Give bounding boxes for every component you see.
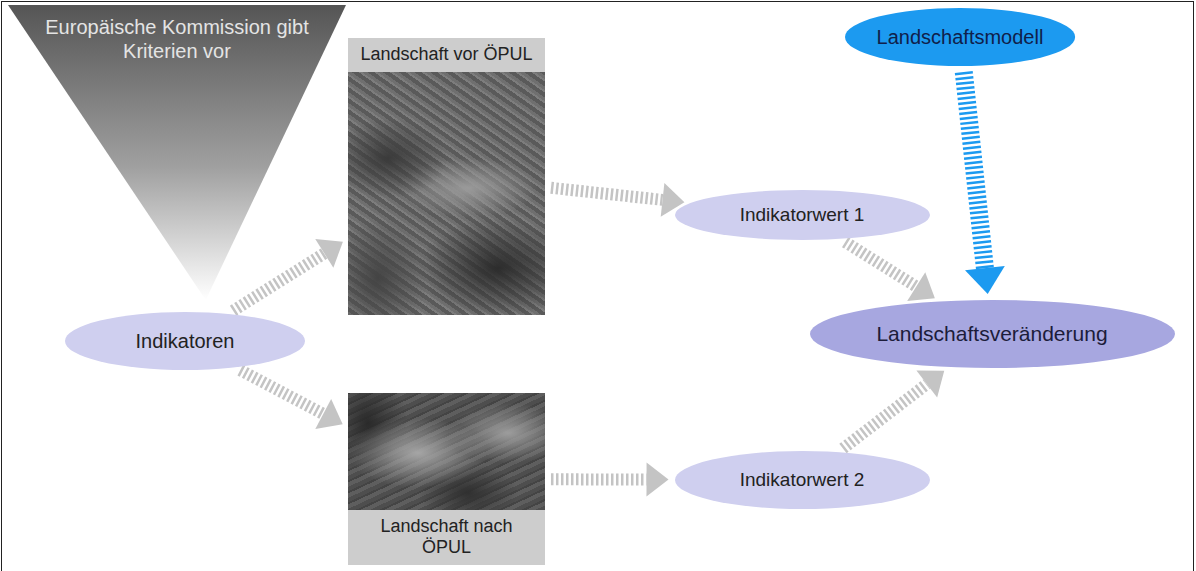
flow-arrow	[964, 72, 1005, 294]
flow-arrow	[845, 242, 935, 301]
node-label: Europäische Kommission gibt Kriterien vo…	[42, 15, 312, 63]
flow-arrow	[551, 463, 669, 497]
photo-caption: Landschaft vor ÖPUL	[348, 38, 545, 72]
node-label: Landschaftsveränderung	[876, 321, 1107, 346]
indicator-value-ellipse: Indikatorwert 2	[675, 451, 930, 509]
model-ellipse: Landschaftsmodell	[845, 8, 1075, 66]
indicator-ellipse: Indikatoren	[65, 312, 305, 370]
node-label: Indikatoren	[136, 329, 235, 353]
flow-arrow	[240, 370, 342, 429]
flow-arrow	[233, 239, 343, 311]
indicator-value-ellipse: Indikatorwert 1	[675, 190, 930, 240]
flow-arrow	[843, 371, 944, 449]
node-label: Landschaftsmodell	[877, 25, 1044, 49]
node-label: Indikatorwert 2	[740, 469, 865, 492]
photo-caption: Landschaft nach ÖPUL	[348, 510, 545, 565]
change-ellipse: Landschaftsveränderung	[810, 300, 1175, 368]
node-label: Indikatorwert 1	[740, 204, 865, 227]
landscape-photo: Landschaft vor ÖPUL	[348, 38, 545, 315]
landscape-photo: Landschaft nach ÖPUL	[348, 393, 545, 565]
flow-arrow	[551, 183, 684, 217]
criteria-triangle: Europäische Kommission gibt Kriterien vo…	[8, 5, 346, 300]
